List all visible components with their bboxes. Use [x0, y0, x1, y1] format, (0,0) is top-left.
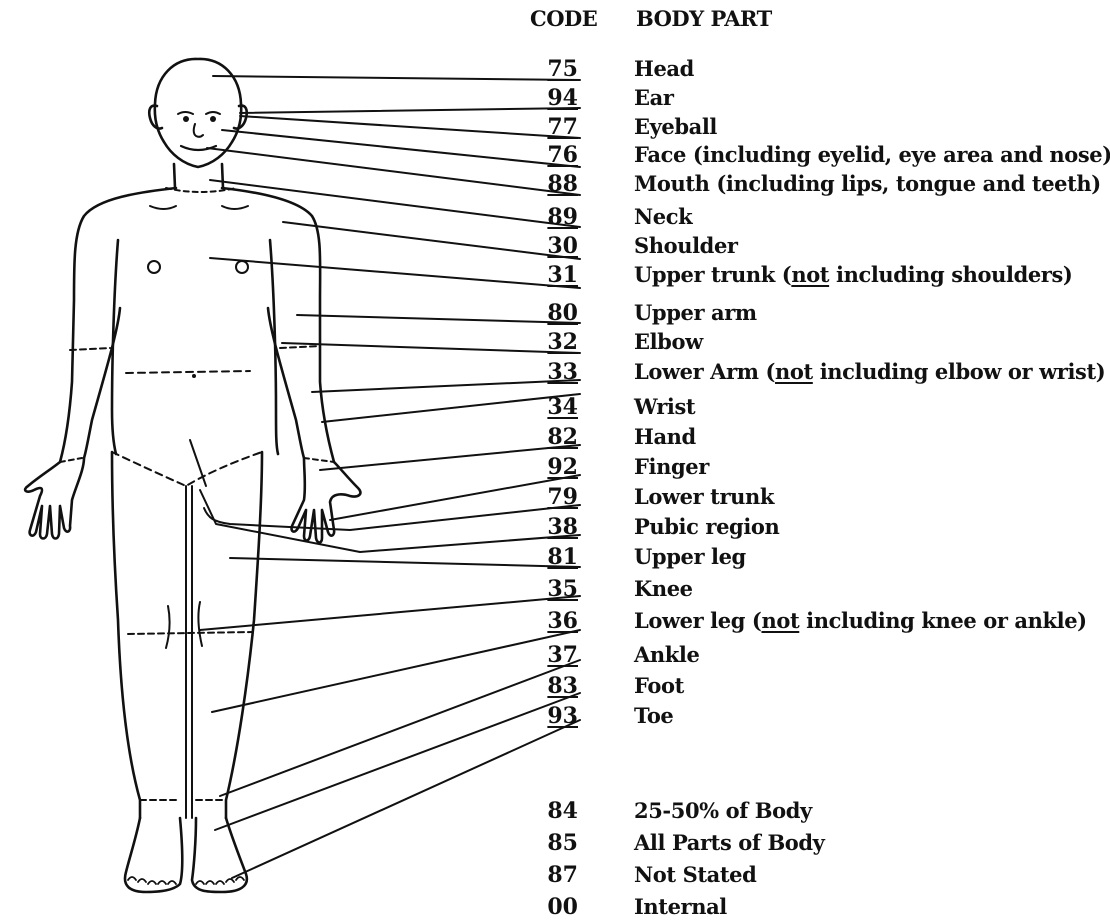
- body-part-part: Elbow: [634, 329, 703, 355]
- body-part-code: 30: [526, 233, 578, 259]
- body-part-row: 36 Lower leg (not including knee or ankle…: [0, 608, 1110, 638]
- body-part-code: 33: [526, 359, 578, 385]
- body-part-row: 77 Eyeball: [0, 114, 1110, 144]
- body-part-code: 81: [526, 544, 578, 570]
- body-part-row: 88 Mouth (including lips, tongue and teet…: [0, 171, 1110, 201]
- other-code-code: 85: [526, 830, 578, 856]
- body-part-code: 80: [526, 300, 578, 326]
- body-part-part: Lower leg (not including knee or ankle): [634, 608, 1087, 634]
- body-part-code: 36: [526, 608, 578, 634]
- body-part-code: 94: [526, 85, 578, 111]
- body-part-row: 93 Toe: [0, 703, 1110, 733]
- body-part-part: Wrist: [634, 394, 695, 420]
- other-code-row: 84 25-50% of Body: [0, 798, 1110, 828]
- other-code-code: 84: [526, 798, 578, 824]
- body-part-part: Hand: [634, 424, 696, 450]
- body-part-part: Head: [634, 56, 694, 82]
- body-part-code: 35: [526, 576, 578, 602]
- body-part-code: 34: [526, 394, 578, 420]
- body-part-row: 30 Shoulder: [0, 233, 1110, 263]
- body-part-code: 93: [526, 703, 578, 729]
- body-part-code: 82: [526, 424, 578, 450]
- other-code-code: 87: [526, 862, 578, 888]
- body-part-part: Ear: [634, 85, 673, 111]
- body-part-part: Foot: [634, 673, 684, 699]
- body-part-code: 77: [526, 114, 578, 140]
- body-part-row: 32 Elbow: [0, 329, 1110, 359]
- body-part-code: 88: [526, 171, 578, 197]
- body-part-row: 75 Head: [0, 56, 1110, 86]
- body-part-part: Mouth (including lips, tongue and teeth): [634, 171, 1101, 197]
- body-part-column-header: BODY PART: [636, 6, 772, 31]
- body-part-code: 92: [526, 454, 578, 480]
- body-part-code: 89: [526, 204, 578, 230]
- other-code-row: 85 All Parts of Body: [0, 830, 1110, 860]
- body-part-part: Finger: [634, 454, 709, 480]
- code-column-header: CODE: [530, 6, 597, 31]
- body-part-row: 92 Finger: [0, 454, 1110, 484]
- body-part-code: 79: [526, 484, 578, 510]
- body-part-part: Pubic region: [634, 514, 779, 540]
- body-part-part: Upper arm: [634, 300, 757, 326]
- body-part-row: 79 Lower trunk: [0, 484, 1110, 514]
- body-part-code: 76: [526, 142, 578, 168]
- body-part-row: 33 Lower Arm (not including elbow or wris…: [0, 359, 1110, 389]
- body-part-part: Upper leg: [634, 544, 746, 570]
- body-part-part: Lower Arm (not including elbow or wrist): [634, 359, 1105, 385]
- body-part-part: Toe: [634, 703, 673, 729]
- other-code-row: 87 Not Stated: [0, 862, 1110, 892]
- body-part-row: 34 Wrist: [0, 394, 1110, 424]
- body-part-part: Face (including eyelid, eye area and nos…: [634, 142, 1110, 168]
- other-code-row: 00 Internal: [0, 894, 1110, 924]
- body-part-row: 31 Upper trunk (not including shoulders): [0, 262, 1110, 292]
- body-part-code: 32: [526, 329, 578, 355]
- body-part-part: Lower trunk: [634, 484, 774, 510]
- body-part-row: 89 Neck: [0, 204, 1110, 234]
- body-part-row: 83 Foot: [0, 673, 1110, 703]
- body-part-row: 81 Upper leg: [0, 544, 1110, 574]
- other-code-part: 25-50% of Body: [634, 798, 812, 824]
- body-part-row: 76 Face (including eyelid, eye area and n…: [0, 142, 1110, 172]
- other-code-part: Not Stated: [634, 862, 756, 888]
- body-part-code: 38: [526, 514, 578, 540]
- body-part-row: 38 Pubic region: [0, 514, 1110, 544]
- body-part-row: 82 Hand: [0, 424, 1110, 454]
- other-code-part: Internal: [634, 894, 727, 920]
- other-code-code: 00: [526, 894, 578, 920]
- body-part-part: Eyeball: [634, 114, 717, 140]
- other-code-part: All Parts of Body: [634, 830, 825, 856]
- body-part-part: Ankle: [634, 642, 699, 668]
- body-part-row: 37 Ankle: [0, 642, 1110, 672]
- body-part-code: 83: [526, 673, 578, 699]
- body-part-code: 37: [526, 642, 578, 668]
- body-part-code: 31: [526, 262, 578, 288]
- body-part-part: Shoulder: [634, 233, 738, 259]
- body-part-part: Knee: [634, 576, 693, 602]
- body-part-part: Neck: [634, 204, 692, 230]
- body-part-part: Upper trunk (not including shoulders): [634, 262, 1072, 288]
- body-part-code: 75: [526, 56, 578, 82]
- body-part-row: 35 Knee: [0, 576, 1110, 606]
- body-part-row: 94 Ear: [0, 85, 1110, 115]
- body-part-row: 80 Upper arm: [0, 300, 1110, 330]
